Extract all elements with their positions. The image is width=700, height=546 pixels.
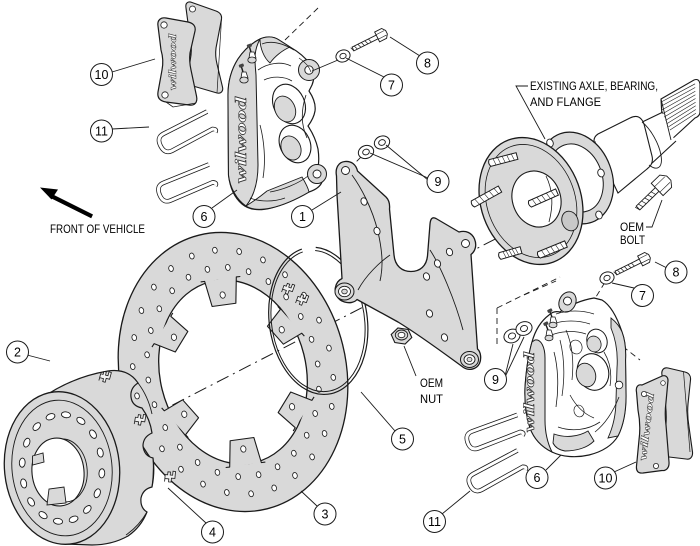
svg-text:1: 1 <box>299 210 306 224</box>
svg-text:8: 8 <box>673 266 680 280</box>
svg-text:6: 6 <box>534 471 541 485</box>
svg-text:2: 2 <box>14 346 21 360</box>
svg-text:FRONT OF VEHICLE: FRONT OF VEHICLE <box>50 222 145 236</box>
svg-text:3: 3 <box>322 508 329 522</box>
svg-text:5: 5 <box>399 433 406 447</box>
svg-text:AND FLANGE: AND FLANGE <box>530 95 601 109</box>
svg-text:wilwood: wilwood <box>167 33 179 90</box>
svg-text:10: 10 <box>95 68 109 82</box>
svg-text:wilwood: wilwood <box>522 351 538 432</box>
svg-text:OEM: OEM <box>620 220 644 234</box>
svg-text:11: 11 <box>95 125 108 139</box>
svg-text:EXISTING AXLE, BEARING,: EXISTING AXLE, BEARING, <box>530 79 658 93</box>
svg-text:7: 7 <box>639 289 646 303</box>
svg-text:4: 4 <box>209 526 216 540</box>
svg-text:BOLT: BOLT <box>620 233 646 247</box>
svg-text:9: 9 <box>492 373 499 387</box>
svg-text:10: 10 <box>599 472 613 486</box>
svg-text:wilwood: wilwood <box>233 95 250 183</box>
svg-text:6: 6 <box>201 210 208 224</box>
svg-text:7: 7 <box>388 79 395 93</box>
svg-text:NUT: NUT <box>420 392 444 406</box>
svg-text:9: 9 <box>435 175 442 189</box>
svg-text:8: 8 <box>424 57 431 71</box>
svg-text:OEM: OEM <box>420 376 443 390</box>
svg-text:11: 11 <box>428 515 441 529</box>
